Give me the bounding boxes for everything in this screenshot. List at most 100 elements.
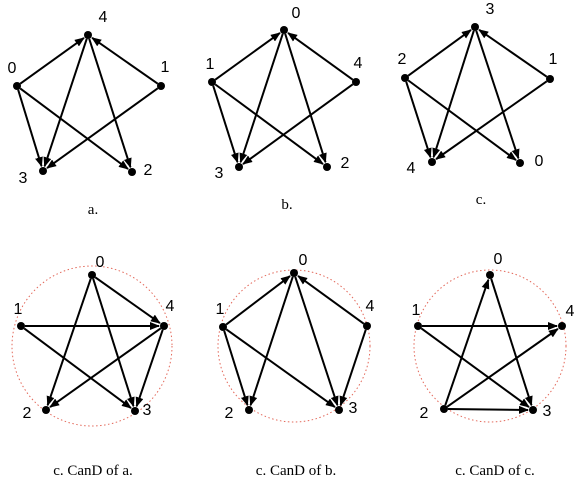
node-2 [128, 168, 136, 176]
edge-4-to-3 [135, 329, 164, 408]
edge-1-to-4 [91, 37, 159, 85]
node-0 [486, 271, 494, 279]
edge-0-to-3 [17, 89, 43, 168]
edge-0-to-2 [46, 278, 92, 407]
node-3 [335, 406, 343, 414]
edge-0-to-3 [490, 278, 533, 407]
node-label-0: 0 [535, 153, 544, 170]
node-4 [160, 322, 168, 330]
edge-1-to-3 [478, 29, 548, 78]
node-2 [440, 405, 448, 413]
edge-0-to-3 [294, 276, 339, 407]
edge-4-to-2 [88, 38, 132, 169]
node-label-4: 4 [566, 303, 575, 320]
node-2 [42, 406, 50, 414]
node-label-4: 4 [166, 298, 175, 315]
node-label-4: 4 [99, 9, 108, 26]
node-1 [157, 82, 165, 90]
panel-caption: a. [88, 202, 98, 218]
edge-3-to-4 [432, 30, 475, 159]
node-label-3: 3 [143, 402, 152, 419]
node-2 [401, 74, 409, 82]
node-label-4: 4 [407, 160, 416, 177]
node-1 [208, 78, 216, 86]
node-0 [290, 269, 298, 277]
node-1 [17, 322, 25, 330]
node-label-4: 4 [354, 55, 363, 72]
edge-1-to-0 [214, 32, 281, 81]
dotted-circumcircle [11, 265, 173, 427]
graph-panel-3: 3 2 1 4 0 c. [398, 1, 558, 208]
node-label-3: 3 [349, 400, 358, 417]
node-label-3: 3 [543, 403, 552, 420]
node-label-1: 1 [549, 51, 558, 68]
edge-0-to-3 [92, 278, 135, 408]
panel-caption: c. CanD of a. [53, 463, 133, 479]
node-label-2: 2 [225, 405, 234, 422]
edge-0-to-4 [94, 276, 161, 324]
edge-0-to-2 [19, 87, 129, 170]
edge-4-to-3 [43, 38, 88, 168]
edge-1-to-2 [223, 330, 249, 407]
edge-2-to-3 [447, 405, 530, 414]
panel-caption: c. CanD of c. [455, 463, 535, 479]
panel-caption: c. [476, 192, 486, 208]
edge-1-to-3 [225, 328, 336, 408]
node-3 [131, 407, 139, 415]
node-3 [471, 23, 479, 31]
node-label-2: 2 [341, 155, 350, 172]
node-4 [363, 322, 371, 330]
edge-4-to-2 [49, 327, 162, 408]
node-2 [323, 163, 331, 171]
graph-panel-2: 0 1 4 3 2 b. [206, 5, 363, 213]
panel-caption: b. [281, 197, 292, 213]
node-1 [219, 323, 227, 331]
edge-1-to-3 [23, 327, 132, 409]
node-4 [428, 158, 436, 166]
node-0 [13, 82, 21, 90]
node-3 [39, 167, 47, 175]
edge-0-to-3 [239, 33, 284, 164]
node-label-2: 2 [23, 405, 32, 422]
node-label-1: 1 [412, 302, 421, 319]
edge-2-to-0 [407, 79, 517, 161]
node-label-1: 1 [206, 56, 215, 73]
node-2 [245, 406, 253, 414]
node-4 [352, 78, 360, 86]
node-label-4: 4 [366, 298, 375, 315]
node-1 [546, 75, 554, 83]
edge-1-to-2 [214, 83, 324, 165]
node-label-2: 2 [398, 51, 407, 68]
node-label-3: 3 [19, 170, 28, 187]
node-label-0: 0 [96, 254, 105, 271]
dotted-circumcircle [217, 269, 371, 423]
dotted-circumcircle [413, 269, 567, 423]
edge-4-to-3 [242, 83, 354, 165]
edge-4-to-0 [287, 32, 354, 81]
edge-1-to-3 [420, 327, 530, 408]
node-label-1: 1 [216, 301, 225, 318]
edge-0-to-4 [19, 37, 85, 85]
edge-1-to-4 [435, 80, 548, 160]
node-3 [235, 163, 243, 171]
node-3 [529, 406, 537, 414]
node-label-0: 0 [8, 60, 17, 77]
node-label-0: 0 [292, 5, 301, 22]
node-4 [84, 31, 92, 39]
node-label-3: 3 [215, 165, 224, 182]
edge-2-to-4 [405, 81, 432, 159]
edge-1-to-3 [212, 85, 239, 164]
node-0 [516, 159, 524, 167]
edge-2-to-3 [407, 29, 472, 77]
panel-caption: c. CanD of b. [256, 463, 336, 479]
node-label-1: 1 [161, 59, 170, 76]
edge-4-to-3 [339, 329, 367, 407]
edge-2-to-4 [446, 328, 559, 408]
node-label-3: 3 [486, 1, 495, 18]
edge-0-to-2 [284, 33, 327, 164]
